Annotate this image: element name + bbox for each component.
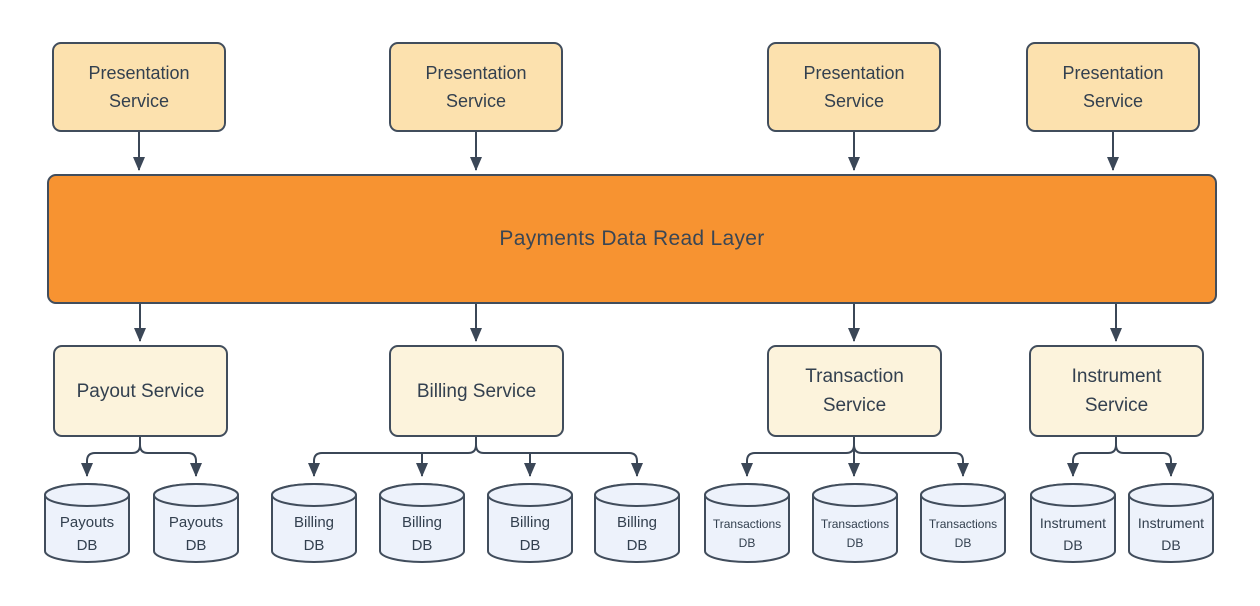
db-label: Billing DB xyxy=(509,514,551,554)
db-label: Transactions DB xyxy=(928,517,998,550)
instrument-db-cylinder-2: Instrument DB xyxy=(1127,482,1215,564)
database-cylinder-icon xyxy=(379,483,465,563)
payouts-db-cylinder-2: Payouts DB xyxy=(152,482,240,564)
payout-service-box: Payout Service xyxy=(53,345,228,437)
billing-db-cylinder-2: Billing DB xyxy=(378,482,466,564)
db-label: Instrument DB xyxy=(1137,515,1205,553)
arrow-transaction-db3 xyxy=(853,437,969,477)
transaction-service-box: Transaction Service xyxy=(767,345,942,437)
db-label: Billing DB xyxy=(616,514,658,554)
database-cylinder-icon xyxy=(44,483,130,563)
arrow-billing-db4 xyxy=(475,437,643,477)
db-label: Payouts DB xyxy=(59,514,115,554)
payments-data-read-layer-box: Payments Data Read Layer xyxy=(47,174,1217,304)
billing-db-cylinder-4: Billing DB xyxy=(593,482,681,564)
arrow-billing-db1 xyxy=(308,437,477,477)
arrow-payout-db2 xyxy=(139,437,202,477)
presentation-service-box-1: Presentation Service xyxy=(52,42,226,132)
database-cylinder-icon xyxy=(704,483,790,563)
database-cylinder-icon xyxy=(812,483,898,563)
database-cylinder-icon xyxy=(1030,483,1116,563)
database-cylinder-icon xyxy=(153,483,239,563)
billing-db-cylinder-3: Billing DB xyxy=(486,482,574,564)
arrow-instrument-db1 xyxy=(1067,437,1117,477)
arrow-payout-db1 xyxy=(81,437,141,477)
database-cylinder-icon xyxy=(594,483,680,563)
db-label: Instrument DB xyxy=(1039,515,1107,553)
instrument-service-box: Instrument Service xyxy=(1029,345,1204,437)
transactions-db-cylinder-2: Transactions DB xyxy=(811,482,899,564)
billing-db-cylinder-1: Billing DB xyxy=(270,482,358,564)
db-label: Transactions DB xyxy=(712,517,782,550)
transactions-db-cylinder-1: Transactions DB xyxy=(703,482,791,564)
database-cylinder-icon xyxy=(271,483,357,563)
db-label: Billing DB xyxy=(293,514,335,554)
database-cylinder-icon xyxy=(1128,483,1214,563)
arrow-transaction-db1 xyxy=(741,437,855,477)
arrow-instrument-db2 xyxy=(1115,437,1177,477)
db-label: Payouts DB xyxy=(168,514,224,554)
instrument-db-cylinder-1: Instrument DB xyxy=(1029,482,1117,564)
billing-service-box: Billing Service xyxy=(389,345,564,437)
db-label: Billing DB xyxy=(401,514,443,554)
presentation-service-box-4: Presentation Service xyxy=(1026,42,1200,132)
presentation-service-box-3: Presentation Service xyxy=(767,42,941,132)
database-cylinder-icon xyxy=(487,483,573,563)
db-label: Transactions DB xyxy=(820,517,890,550)
transactions-db-cylinder-3: Transactions DB xyxy=(919,482,1007,564)
payouts-db-cylinder-1: Payouts DB xyxy=(43,482,131,564)
presentation-service-box-2: Presentation Service xyxy=(389,42,563,132)
database-cylinder-icon xyxy=(920,483,1006,563)
